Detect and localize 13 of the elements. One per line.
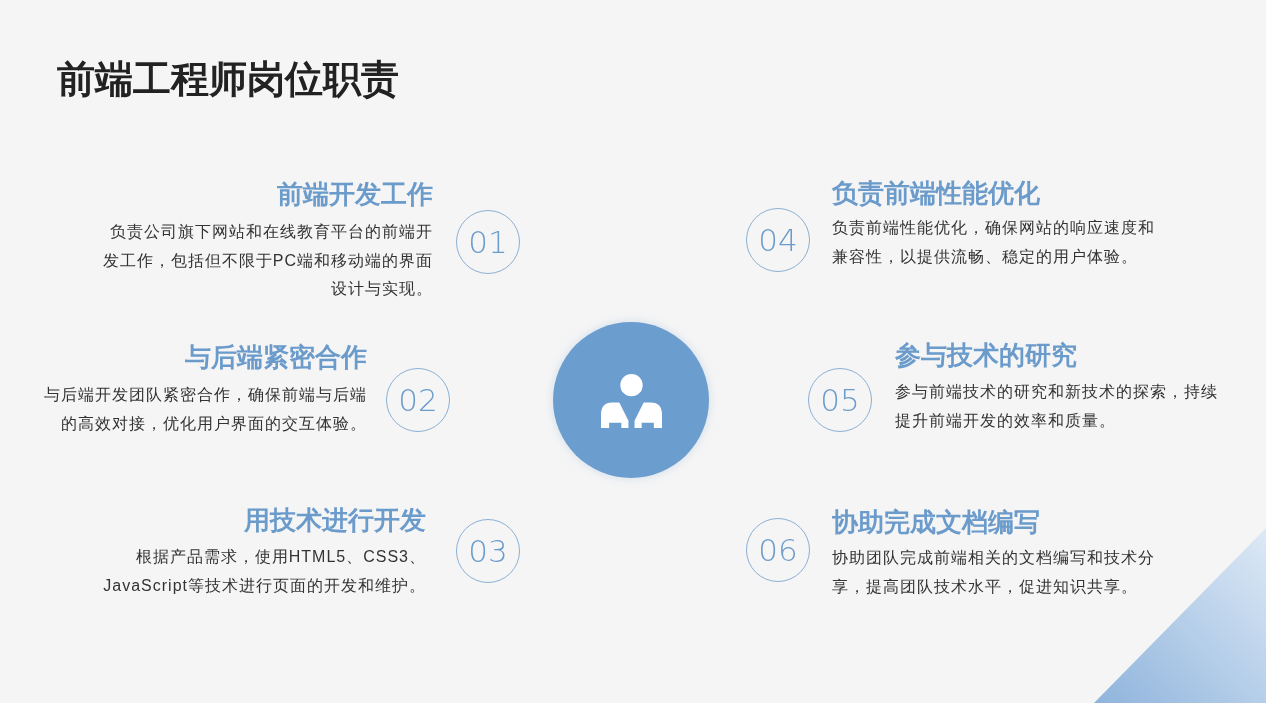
item-heading: 负责前端性能优化: [832, 177, 1040, 210]
item-heading: 与后端紧密合作: [185, 341, 367, 374]
description-text: 负责前端性能优化，确保网站的响应速度和兼容性，以提供流畅、稳定的用户体验。: [832, 218, 1156, 267]
description-text: 与后端开发团队紧密合作，确保前端与后端的高效对接，优化用户界面的交互体验。: [43, 385, 367, 434]
description-text: 负责公司旗下网站和在线教育平台的前端开发工作，包括但不限于PC端和移动端的界面设计与实现。: [101, 222, 433, 299]
description-text: 参与前端技术的研究和新技术的探索，持续提升前端开发的效率和质量。: [895, 382, 1219, 431]
description-text: 根据产品需求，使用HTML5、CSS3、JavaScript等技术进行页面的开发和维护。: [102, 547, 426, 596]
item-heading: 用技术进行开发: [244, 504, 426, 537]
item-heading: 参与技术的研究: [895, 339, 1077, 372]
item-heading: 协助完成文档编写: [832, 506, 1040, 539]
description-text: 协助团队完成前端相关的文档编写和技术分享，提高团队技术水平，促进知识共享。: [832, 548, 1156, 597]
page-title: 前端工程师岗位职责: [57, 57, 399, 102]
item-heading: 前端开发工作: [277, 178, 433, 211]
